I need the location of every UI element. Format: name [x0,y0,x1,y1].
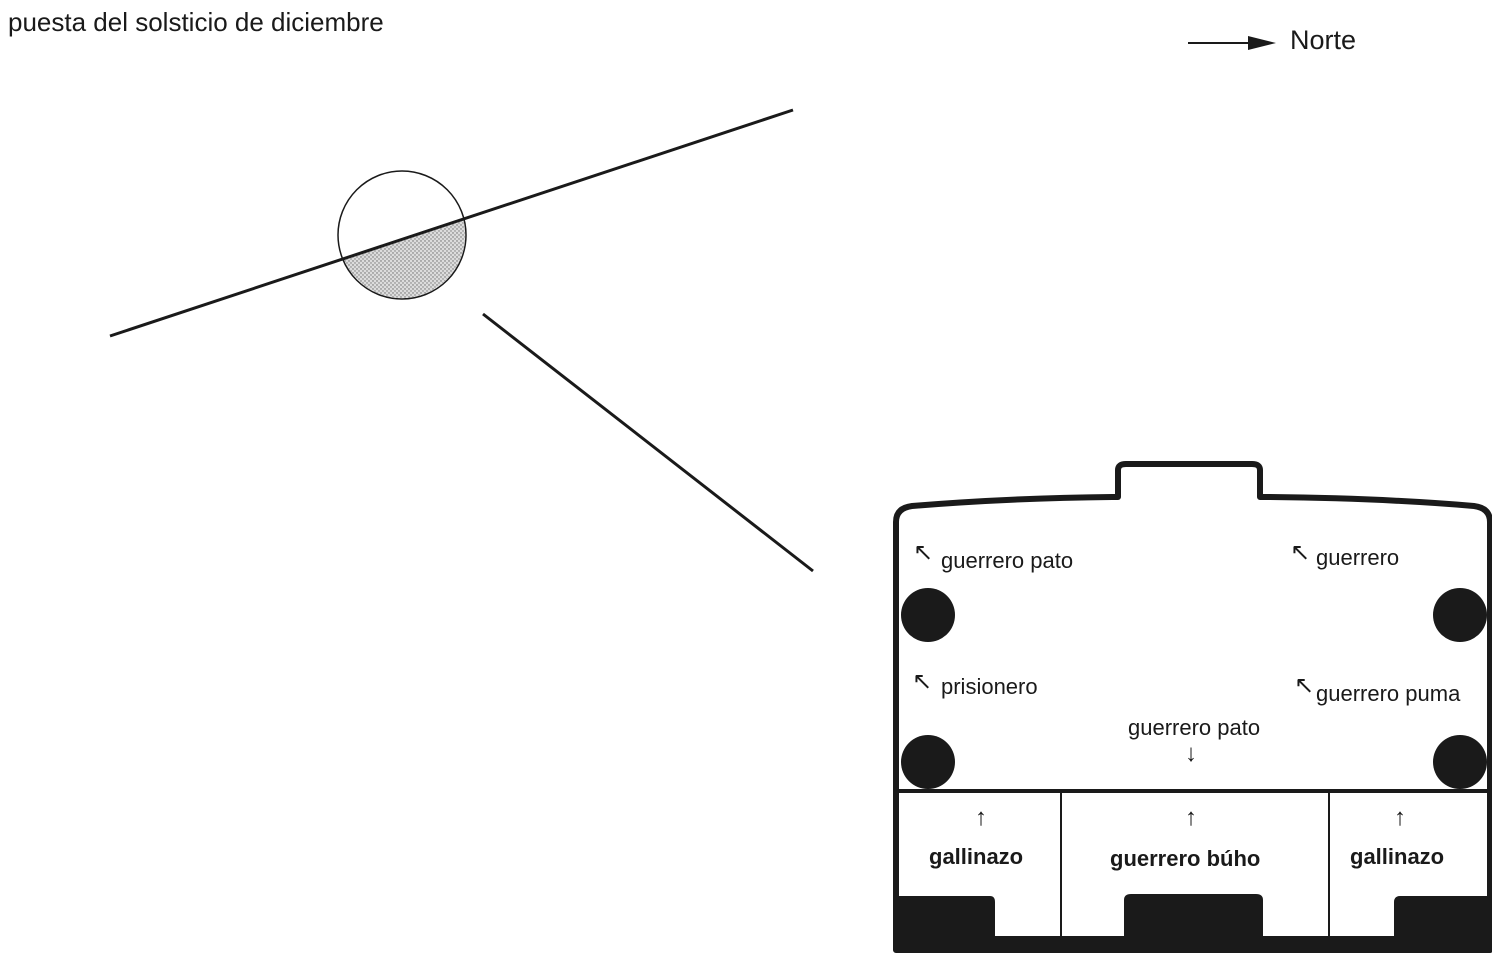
setting-sun-icon [337,170,467,300]
diagram-title: puesta del solsticio de diciembre [8,7,384,37]
label-duck-warrior-top: guerrero pato [941,548,1074,573]
column-top-left [901,588,955,642]
column-top-right [1433,588,1487,642]
base-block-right [1329,896,1490,952]
sightline [482,312,814,573]
arrow-up-left-icon: ↖ [1290,539,1311,566]
arrow-up-left-icon: ↖ [1294,672,1315,699]
niche-left-label: gallinazo [929,844,1024,869]
north-arrow-icon [1188,36,1276,50]
arrow-up-left-icon: ↖ [913,539,934,566]
north-label: Norte [1290,25,1357,55]
horizon-line [109,108,794,338]
base-block-center [1061,894,1329,952]
arrow-up-icon: ↑ [975,804,987,831]
arrow-up-left-icon: ↖ [912,668,933,695]
arrow-up-icon: ↑ [1394,804,1406,831]
building-outline [893,461,1492,953]
label-duck-warrior-center: guerrero pato [1128,715,1261,740]
label-puma-warrior: guerrero puma [1316,681,1461,706]
label-prisoner: prisionero [941,674,1038,699]
niche-right-label: gallinazo [1350,844,1445,869]
column-bottom-left [901,735,955,789]
niche-center-label: guerrero búho [1110,846,1261,871]
arrow-down-icon: ↓ [1185,740,1197,767]
base-block-left [898,896,1061,952]
label-warrior: guerrero [1316,545,1400,570]
column-bottom-right [1433,735,1487,789]
arrow-up-icon: ↑ [1185,804,1197,831]
